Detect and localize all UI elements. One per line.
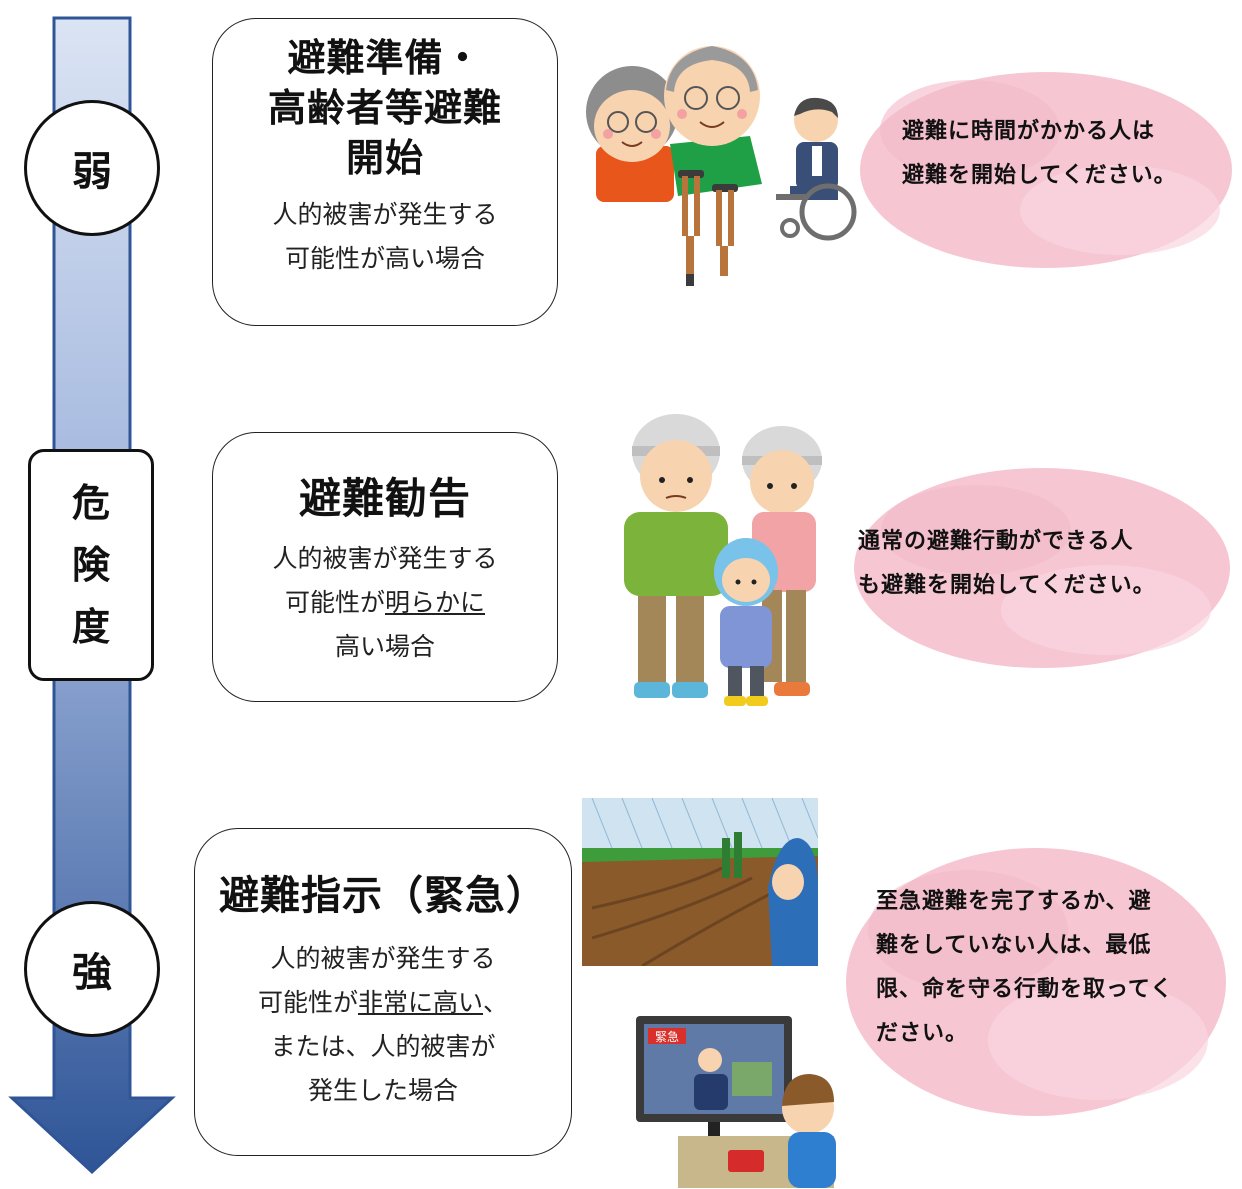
flooded-field-rain-icon xyxy=(582,798,818,966)
message-line: 至急避難を完了するか、避 xyxy=(876,889,1152,914)
message-line: 難をしていない人は、最低 xyxy=(876,933,1152,958)
level-1-title-line: 避難準備・ xyxy=(287,36,483,80)
scale-high-label: 強 xyxy=(72,950,112,996)
level-1-title-line: 開始 xyxy=(345,136,424,180)
level-2-card: 避難勧告 人的被害が発生する 可能性が明らかに 高い場合 xyxy=(212,432,558,702)
danger-char-2: 険 xyxy=(71,543,110,587)
level-3-card: 避難指示（緊急） 人的被害が発生する 可能性が非常に高い、 または、人的被害が … xyxy=(194,828,572,1156)
level-1-title-line: 高齢者等避難 xyxy=(267,86,502,130)
scale-low-label: 弱 xyxy=(72,149,112,195)
desc-text: 可能性が高い場合 xyxy=(284,244,485,273)
level-2-desc-line: 人的被害が発生する xyxy=(213,537,557,581)
level-1-description: 人的被害が発生する 可能性が高い場合 xyxy=(213,193,557,281)
family-with-helmets-icon xyxy=(624,414,822,706)
message-line: も避難を開始してください。 xyxy=(858,573,1156,598)
crutches-icon xyxy=(678,170,738,286)
level-3-message: 至急避難を完了するか、避 難をしていない人は、最低 限、命を守る行動を取ってく … xyxy=(876,880,1173,1056)
level-3-title-line: 避難指示（緊急） xyxy=(219,873,547,919)
desc-text: 高い場合 xyxy=(334,632,435,661)
level-1-message-bubble xyxy=(860,72,1232,268)
message-line: ださい。 xyxy=(876,1021,969,1046)
level-3-desc-line: 可能性が非常に高い、 xyxy=(195,981,571,1025)
desc-underlined-text: 非常に高い xyxy=(357,988,483,1017)
level-3-description: 人的被害が発生する 可能性が非常に高い、 または、人的被害が 発生した場合 xyxy=(195,937,571,1113)
danger-char-1: 危 xyxy=(71,481,110,525)
scale-low-badge: 弱 xyxy=(24,100,160,236)
message-line: 避難に時間がかかる人は xyxy=(902,119,1156,144)
message-line: 通常の避難行動ができる人 xyxy=(858,529,1134,554)
level-1-desc-line: 人的被害が発生する xyxy=(213,193,557,237)
desc-text: または、人的被害が xyxy=(270,1032,496,1061)
wheelchair-user-icon xyxy=(776,97,857,241)
level-3-desc-line: 発生した場合 xyxy=(195,1069,571,1113)
level-1-desc-line: 可能性が高い場合 xyxy=(213,237,557,281)
level-1-message: 避難に時間がかかる人は 避難を開始してください。 xyxy=(902,110,1177,198)
level-2-message-bubble xyxy=(854,468,1230,668)
level-2-description: 人的被害が発生する 可能性が明らかに 高い場合 xyxy=(213,537,557,669)
desc-text: 人的被害が発生する xyxy=(270,944,496,973)
elderly-couple-icon xyxy=(586,46,762,202)
level-2-message: 通常の避難行動ができる人 も避難を開始してください。 xyxy=(858,520,1156,608)
level-1-card: 避難準備・ 高齢者等避難 開始 人的被害が発生する 可能性が高い場合 xyxy=(212,18,558,326)
level-3-message-bubble xyxy=(846,848,1226,1116)
level-1-title: 避難準備・ 高齢者等避難 開始 xyxy=(213,33,557,183)
desc-text: 可能性が xyxy=(257,988,358,1017)
scale-high-badge: 強 xyxy=(24,901,160,1037)
level-2-desc-line: 高い場合 xyxy=(213,625,557,669)
desc-text: 可能性が xyxy=(284,588,385,617)
level-2-desc-line: 可能性が明らかに xyxy=(213,581,557,625)
message-line: 限、命を守る行動を取ってく xyxy=(876,977,1174,1002)
danger-level-badge: 危 険 度 xyxy=(28,449,154,681)
danger-char-3: 度 xyxy=(71,605,110,649)
message-line: 避難を開始してください。 xyxy=(902,163,1177,188)
tv-caption-text: 緊急 xyxy=(655,1029,679,1044)
level-3-desc-line: または、人的被害が xyxy=(195,1025,571,1069)
desc-text: 人的被害が発生する xyxy=(272,200,498,229)
desc-text: 、 xyxy=(483,988,509,1017)
level-2-title: 避難勧告 xyxy=(213,471,557,527)
tv-emergency-broadcast-icon: 緊急 xyxy=(636,1016,836,1188)
level-3-desc-line: 人的被害が発生する xyxy=(195,937,571,981)
desc-text: 人的被害が発生する xyxy=(272,544,498,573)
level-3-title: 避難指示（緊急） xyxy=(195,869,571,923)
desc-underlined-text: 明らかに xyxy=(385,588,486,617)
level-2-title-line: 避難勧告 xyxy=(298,474,471,523)
desc-text: 発生した場合 xyxy=(307,1076,458,1105)
